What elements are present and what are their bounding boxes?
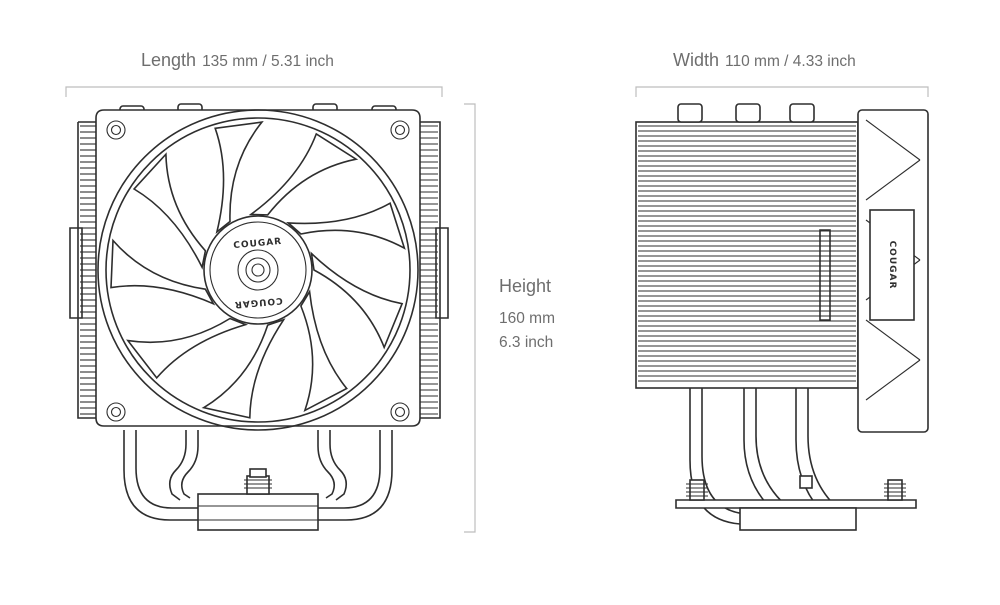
side-fan: COUGAR: [857, 109, 929, 433]
front-view: COUGAR COUGAR: [69, 103, 449, 531]
fan-blade: [132, 152, 207, 270]
length-dimension-line: [65, 86, 443, 97]
fan-blade: [300, 289, 348, 413]
length-value: 135 mm / 5.31 inch: [202, 53, 334, 70]
fan-blade: [126, 317, 249, 380]
fan-blade: [214, 121, 264, 234]
height-label: Height: [499, 276, 552, 296]
side-heatpipe-tops: [677, 103, 815, 123]
front-fin-stack: [77, 121, 441, 419]
width-value: 110 mm / 4.33 inch: [725, 53, 856, 70]
front-base: [197, 468, 319, 531]
fan-blade: [201, 318, 286, 419]
front-heatpipes: [123, 430, 393, 521]
height-value-mm: 160 mm: [499, 310, 555, 327]
width-label: Width: [673, 50, 720, 70]
side-view: COUGAR: [635, 103, 929, 531]
height-dimension: Height 160 mm 6.3 inch: [499, 276, 555, 355]
front-fan-blades: [110, 121, 406, 419]
fan-blade: [248, 132, 359, 216]
fan-blade: [310, 251, 404, 350]
width-dimension: Width 110 mm / 4.33 inch: [673, 50, 856, 71]
height-value-inch: 6.3 inch: [499, 334, 554, 351]
side-base: [675, 475, 917, 531]
side-fan-logo: COUGAR: [887, 241, 897, 290]
side-fan-clip: [819, 229, 831, 321]
width-dimension-line: [635, 86, 929, 97]
fan-blade: [286, 202, 406, 250]
length-dimension: Length 135 mm / 5.31 inch: [141, 50, 334, 71]
side-fin-stack: [638, 125, 856, 382]
front-fan-hub: COUGAR COUGAR: [203, 215, 313, 325]
height-dimension-line: [464, 103, 476, 533]
fan-blade: [110, 238, 216, 306]
front-fan-clips: [69, 227, 449, 319]
length-label: Length: [141, 50, 197, 70]
hub-logo-bottom: COUGAR: [233, 295, 283, 309]
hub-logo-top: COUGAR: [233, 237, 283, 251]
